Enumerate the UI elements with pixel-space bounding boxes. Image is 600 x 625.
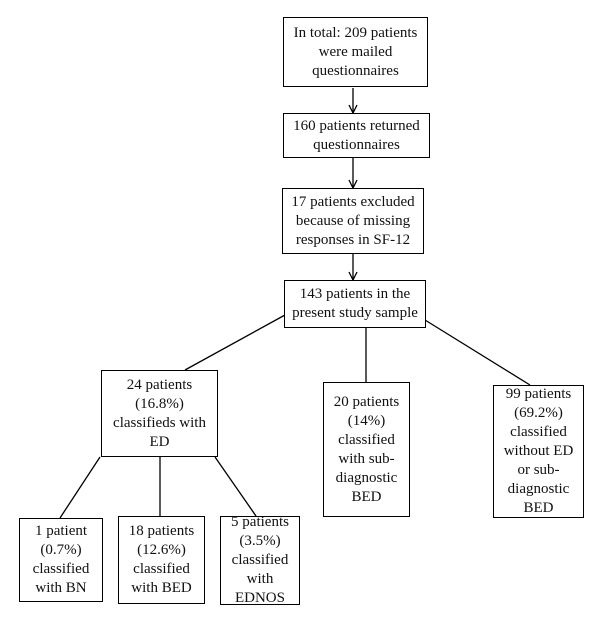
node-bn: 1 patient (0.7%) classified with BN — [19, 518, 103, 602]
node-study-sample: 143 patients in the present study sample — [284, 280, 426, 328]
node-mailed-questionnaires: In total: 209 patients were mailed quest… — [283, 17, 428, 87]
node-ednos-text: 5 patients (3.5%) classified with EDNOS — [231, 514, 289, 606]
node-bed: 18 patients (12.6%) classified with BED — [118, 516, 205, 604]
node-excluded-patients: 17 patients excluded because of missing … — [282, 188, 424, 254]
line-sample-to-without — [424, 319, 531, 386]
node-returned-questionnaires: 160 patients returned questionnaires — [283, 113, 430, 158]
line-ed-to-bn — [59, 456, 101, 519]
line-ed-to-ednos — [214, 456, 257, 517]
node-ed-text: 24 patients (16.8%) classifieds with ED — [113, 376, 206, 450]
node-sample-text: 143 patients in the present study sample — [292, 286, 418, 321]
node-bn-text: 1 patient (0.7%) classified with BN — [32, 523, 90, 596]
node-mailed-text: In total: 209 patients were mailed quest… — [293, 24, 418, 79]
node-without-ed: 99 patients (69.2%) classified without E… — [493, 385, 584, 518]
line-sample-to-ed — [184, 314, 286, 371]
node-ednos: 5 patients (3.5%) classified with EDNOS — [220, 514, 300, 606]
node-ed-group: 24 patients (16.8%) classifieds with ED — [101, 370, 218, 457]
node-returned-text: 160 patients returned questionnaires — [293, 117, 420, 153]
node-subdiagnostic-bed: 20 patients (14%) classified with sub- d… — [323, 382, 410, 517]
node-excluded-text: 17 patients excluded because of missing … — [291, 193, 415, 248]
node-without-text: 99 patients (69.2%) classified without E… — [503, 386, 574, 516]
node-subdiag-text: 20 patients (14%) classified with sub- d… — [333, 393, 400, 505]
node-bed-text: 18 patients (12.6%) classified with BED — [128, 523, 195, 596]
